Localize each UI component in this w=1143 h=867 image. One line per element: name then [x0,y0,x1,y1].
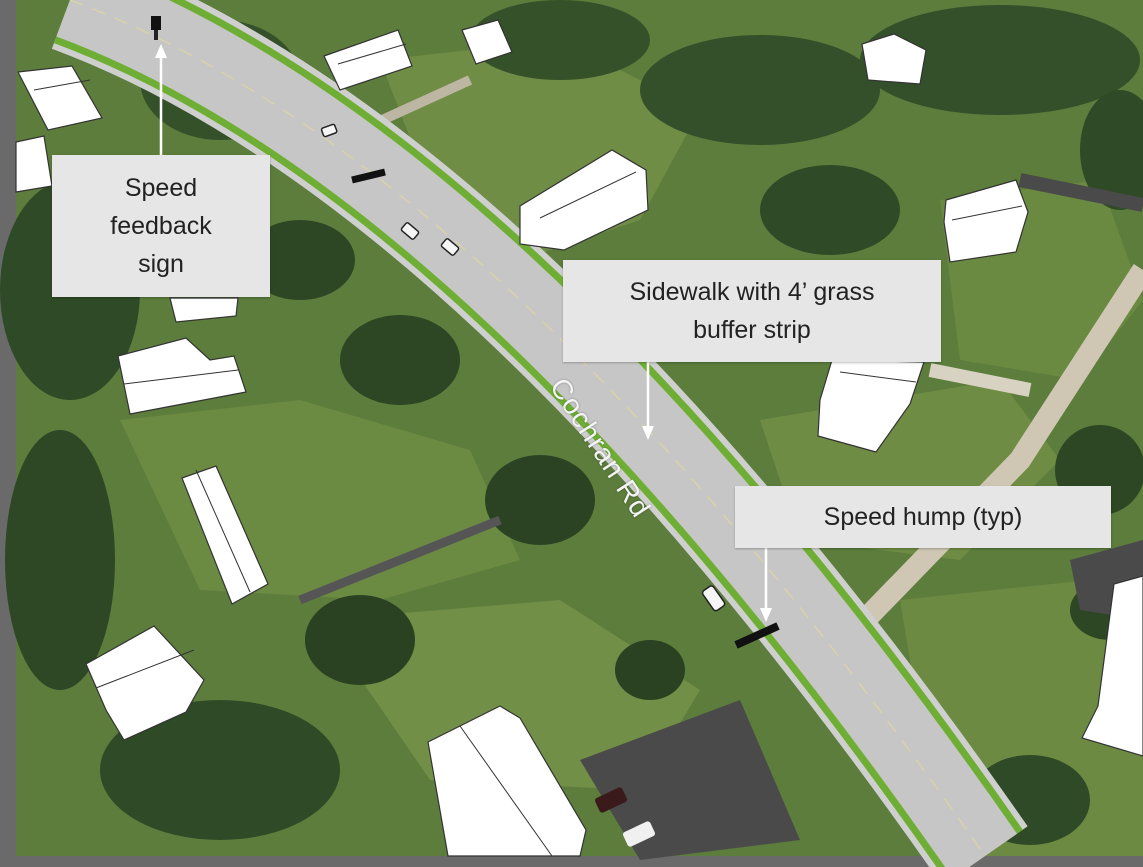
arrowhead [642,426,654,440]
speed-hump [734,622,780,649]
building [323,29,413,91]
building [85,625,205,741]
building [427,705,587,857]
building-ridge [123,369,239,385]
building [943,179,1029,263]
tree-canopy [470,0,650,80]
building [519,149,649,251]
buildings [15,19,1143,857]
callout-sidewalk-buffer: Sidewalk with 4’ grass buffer strip [563,260,941,362]
side-road [928,363,1032,397]
building-ridge [195,469,251,593]
speed-feedback-sign [151,16,161,30]
side-road [298,515,502,605]
tree-canopy [485,455,595,545]
building [117,337,247,415]
building-ridge [539,171,637,219]
callout-speed-hump-text: Speed hump (typ) [823,503,1023,531]
parking-lot [580,700,800,860]
tree-canopy [340,315,460,405]
tree-canopy [640,35,880,145]
building [861,33,927,85]
car [623,821,655,847]
building [169,297,239,323]
callout-speed-hump: Speed hump (typ) [735,486,1111,548]
tree-canopy [245,220,355,300]
side-road [822,264,1143,664]
building-ridge [459,725,553,857]
tree-canopy [615,640,685,700]
building-ridge [951,205,1023,221]
speed-feedback-sign-post [154,30,158,40]
arrowhead [155,44,167,58]
car [320,123,338,138]
arrowhead [760,608,772,622]
building [1081,575,1143,757]
building [817,359,925,453]
building-ridges [33,43,1023,857]
building-ridge [33,79,91,91]
building-ridge [95,649,195,689]
tree-canopy [100,700,340,840]
tree-canopy [305,595,415,685]
building-ridge [839,371,917,383]
tree-canopy [1080,90,1143,210]
lawn-patch [320,600,700,790]
callout-arrows [155,44,772,622]
callout-sidewalk-text: Sidewalk with 4’ grass buffer strip [629,278,875,344]
building-ridge [337,43,407,65]
side-road [1018,173,1143,212]
building [461,19,513,65]
tree-canopy [5,430,115,690]
car [595,787,627,813]
callout-speed-feedback-text: Speed feedback sign [110,174,212,278]
speed-hump [351,168,386,184]
road-centerline [69,0,986,857]
car [400,222,420,240]
car [440,238,460,256]
tree-canopy [860,5,1140,115]
callout-speed-feedback-sign: Speed feedback sign [52,155,270,297]
car [701,585,726,612]
tree-canopy [760,165,900,255]
